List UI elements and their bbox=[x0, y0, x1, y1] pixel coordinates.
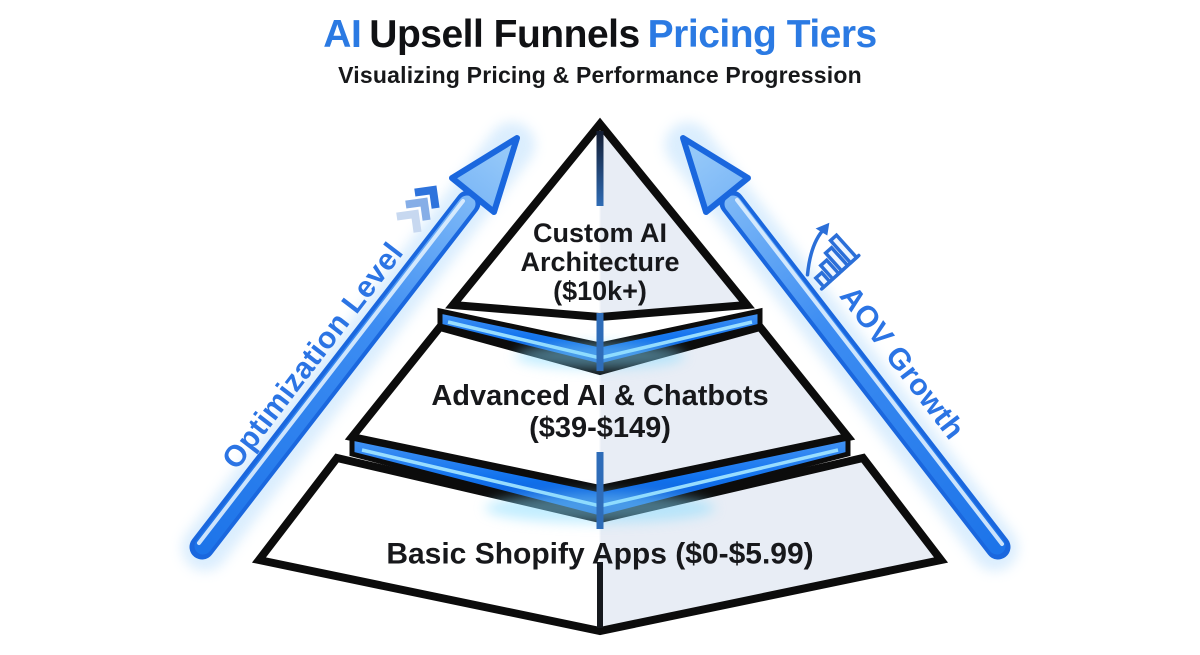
right-arrow-shaft-highlight bbox=[735, 198, 1004, 546]
right-arrow-head bbox=[680, 135, 751, 215]
chart-trend-arrowhead bbox=[815, 222, 830, 236]
tier1-price: ($10k+) bbox=[553, 276, 647, 306]
tier1-label-line1: Custom AI bbox=[533, 218, 667, 248]
bar-chart-growth-icon bbox=[805, 222, 861, 291]
chart-bar bbox=[823, 245, 851, 274]
chart-bar bbox=[818, 257, 842, 282]
tier1-label-line2: Architecture bbox=[520, 247, 679, 277]
tier3-label: Basic Shopify Apps ($0-$5.99) bbox=[386, 538, 813, 571]
chevron-dark bbox=[414, 185, 440, 209]
chevron-mid bbox=[405, 197, 431, 221]
chevron-light bbox=[396, 209, 422, 233]
pyramid: Custom AI Architecture ($10k+) Advanced … bbox=[251, 117, 949, 636]
right-arrow-shaft bbox=[724, 195, 1006, 555]
chart-bar bbox=[813, 270, 833, 290]
tier2-price: ($39-$149) bbox=[529, 412, 671, 444]
title-part-pricing-tiers: Pricing Tiers bbox=[647, 13, 878, 56]
tier2-label: Advanced AI & Chatbots bbox=[431, 380, 768, 412]
left-arrow-shaft bbox=[194, 195, 476, 555]
title-part-upsell-funnels: Upsell Funnels bbox=[369, 13, 640, 56]
chart-bar bbox=[828, 232, 860, 266]
left-arrow-shaft-highlight bbox=[197, 199, 465, 545]
left-arrow-head bbox=[449, 135, 520, 215]
fast-forward-chevrons-icon bbox=[396, 185, 440, 233]
page-subtitle: Visualizing Pricing & Performance Progre… bbox=[338, 62, 862, 88]
title-part-ai: AI bbox=[323, 13, 362, 56]
